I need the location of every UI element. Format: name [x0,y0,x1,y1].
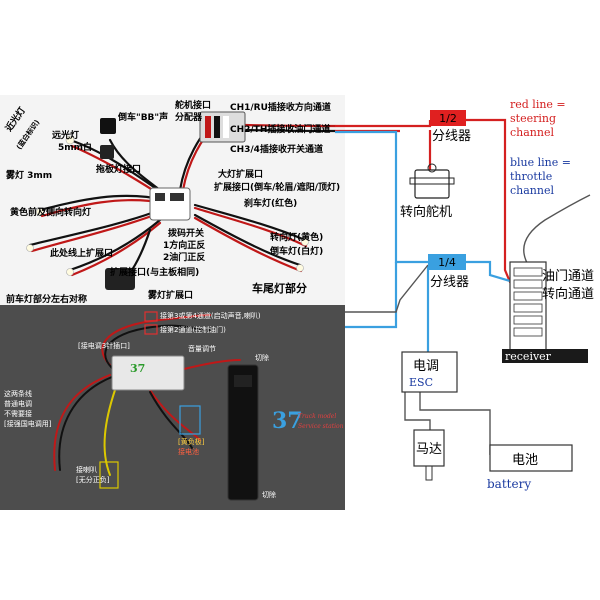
headlight-ext-label: 大灯扩展口 [218,168,263,180]
red-note-line1: red line = [510,98,566,111]
splitter-12-label: 分线器 [432,129,471,144]
cut-label-top: 切除 [255,353,269,362]
splitter-label: 分配器 [175,111,203,123]
battery [489,444,573,472]
blue-note-line1: blue line = [510,156,571,169]
trailer-port-label: 拖板灯接口 [96,163,141,175]
splitter-12-badge [430,110,466,126]
fog-light-label: 雾灯 3mm [5,169,52,181]
servo-port-label: 舵机接口 [175,99,211,111]
front-symmetry-label: 前车灯部分左右对称 [6,293,87,305]
cut-label-bottom: 切除 [262,490,276,499]
motor-label: 马达 [416,442,442,457]
tail-section-label: 车尾灯部分 [252,281,307,295]
yellow-front-label: 黄色前及侧向转向灯 [10,206,91,218]
ch2-conn-label: 接第2通道(控制油门) [160,325,226,334]
red-note-line2: steering [510,112,556,125]
two-wires-line2: 普通电调 [4,399,32,408]
blue-note-line2: throttle [510,170,552,183]
splitter-14-badge-text: 1/4 [438,256,456,269]
splitter-14-label: 分线器 [430,275,469,290]
splitter-12-badge-text: 1/2 [439,112,457,125]
fog-ext-label: 雾灯扩展口 [147,289,193,301]
five-mm-label: 5mm白 [58,141,92,153]
two-wires-line4: [接强国电调用] [4,419,52,428]
ch1-label: CH1/RU插接收方向通道 [230,101,331,113]
splitter-14-badge [428,254,466,270]
sound-module-photo: 37 接第3或第4通道(启动声音,喇叭) 接第2通道(控制油门) [接电调3针插… [0,305,345,510]
red-note-line3: channel [510,126,554,139]
turn-light-label: 转向灯(黄色) [270,231,323,243]
yellow-neg-line1: [黄负极] [178,437,205,446]
motor [413,429,445,481]
ext-port-label: 扩展接口(倒车/轮眉/遮阳/顶灯) [214,181,340,193]
steering-servo-label: 转向舵机 [400,204,452,220]
ext-same-label: 扩展接口(与主板相同) [110,266,199,278]
brand-number: 37 [272,408,303,434]
battery-cn-label: 电池 [512,453,538,468]
ch34-label: CH3/4插接收开关通道 [230,143,323,155]
battery-en-label: battery [487,477,531,491]
brake-light-label: 刹车灯(红色) [244,197,297,209]
receiver-label: receiver [505,350,552,363]
ch2-throttle-label: 2油门正反 [163,251,205,263]
brand-line1: Truck model [298,413,336,420]
receiver: receiver [502,261,588,363]
light-kit-photo: CH1/RU插接收方向通道 CH2/TH插接收油门通道 CH3/4插接收开关通道… [0,95,345,305]
reverse-bb-label: 倒车"BB"声 [117,111,168,123]
ch2-label: CH2/TH插接收油门通道 [230,123,330,135]
horn-line1: 接喇叭 [76,465,97,474]
dip-switch-label: 拨码开关 [168,227,204,239]
esc-en-label: ESC [409,376,433,389]
ch34-conn-label: 接第3或第4通道(启动声音,喇叭) [160,311,261,320]
esc-cn-label: 电调 [413,359,439,374]
wiring-schematic: 1/2 分线器 转向舵机 red line = steering channel… [335,98,594,491]
throttle-channel-label: 油门通道 [542,269,594,284]
blue-throttle-wires [335,130,531,352]
steering-servo [409,163,455,199]
brand-line2: Service station [298,423,344,430]
two-wires-line1: 这两条线 [4,389,32,398]
esc-box [401,351,458,393]
blue-note-line3: channel [510,184,554,197]
reverse-light-label: 倒车灯(白灯) [269,245,323,257]
two-wires-line3: 不需要接 [4,409,32,418]
esc-3p-label: [接电调3针插口] [78,341,130,350]
volume-label: 音量调节 [188,344,216,353]
horn-line2: [无分正负] [76,475,110,484]
steering-channel-label: 转向通道 [542,286,594,302]
far-light-label: 远光灯 [52,129,79,141]
extra-ext-label: 此处线上扩展口 [50,247,113,259]
yellow-neg-line2: 接电池 [178,447,199,456]
svg-text:37: 37 [130,362,145,375]
ch1-direction-label: 1方向正反 [163,239,205,251]
